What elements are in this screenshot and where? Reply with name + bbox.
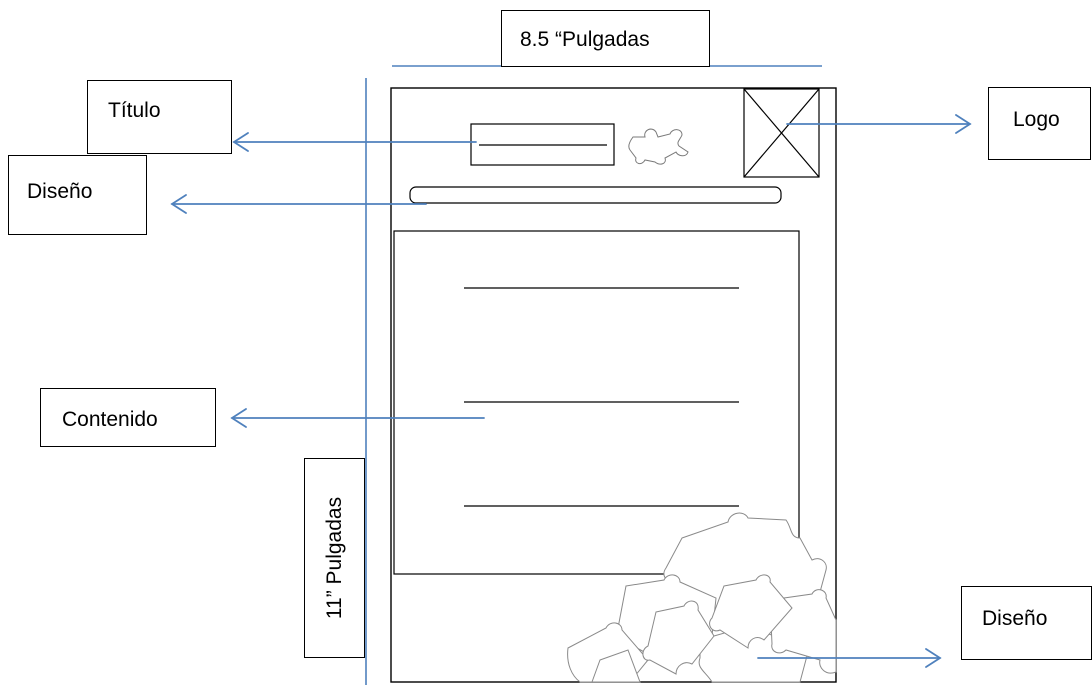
arrow-diseno-bottom-head bbox=[925, 648, 942, 668]
width-label: 8.5 “Pulgadas bbox=[501, 10, 710, 67]
arrow-logo-head bbox=[955, 114, 972, 134]
puzzle-piece bbox=[709, 574, 793, 649]
puzzle-pile bbox=[567, 512, 837, 683]
width-label-text: 8.5 “Pulgadas bbox=[520, 28, 650, 51]
puzzle-piece bbox=[591, 649, 641, 683]
arrow-diseno-top-head bbox=[170, 194, 187, 214]
contenido-label-text: Contenido bbox=[62, 408, 158, 431]
diseno-top-label: Diseño bbox=[8, 155, 147, 235]
arrow-titulo-head bbox=[232, 132, 249, 152]
title-placeholder bbox=[470, 123, 615, 166]
logo-cross-b bbox=[743, 88, 820, 178]
logo-placeholder bbox=[743, 88, 820, 178]
diseno-bottom-label: Diseño bbox=[961, 586, 1092, 660]
puzzle-piece bbox=[642, 600, 715, 675]
height-label: 11” Pulgadas bbox=[304, 458, 365, 658]
design-bar bbox=[409, 186, 782, 204]
titulo-label-text: Título bbox=[108, 99, 161, 122]
arrow-contenido-head bbox=[230, 408, 247, 428]
contenido-label: Contenido bbox=[40, 388, 216, 447]
diseno-top-label-text: Diseño bbox=[27, 180, 93, 203]
logo-label-text: Logo bbox=[1013, 108, 1060, 131]
content-box bbox=[393, 230, 800, 575]
titulo-label: Título bbox=[87, 80, 232, 154]
arrows bbox=[170, 114, 972, 668]
puzzle-piece-small bbox=[628, 128, 689, 165]
diseno-bottom-label-text: Diseño bbox=[982, 607, 1048, 630]
logo-label: Logo bbox=[988, 87, 1091, 160]
height-label-text: 11” Pulgadas bbox=[322, 496, 346, 620]
